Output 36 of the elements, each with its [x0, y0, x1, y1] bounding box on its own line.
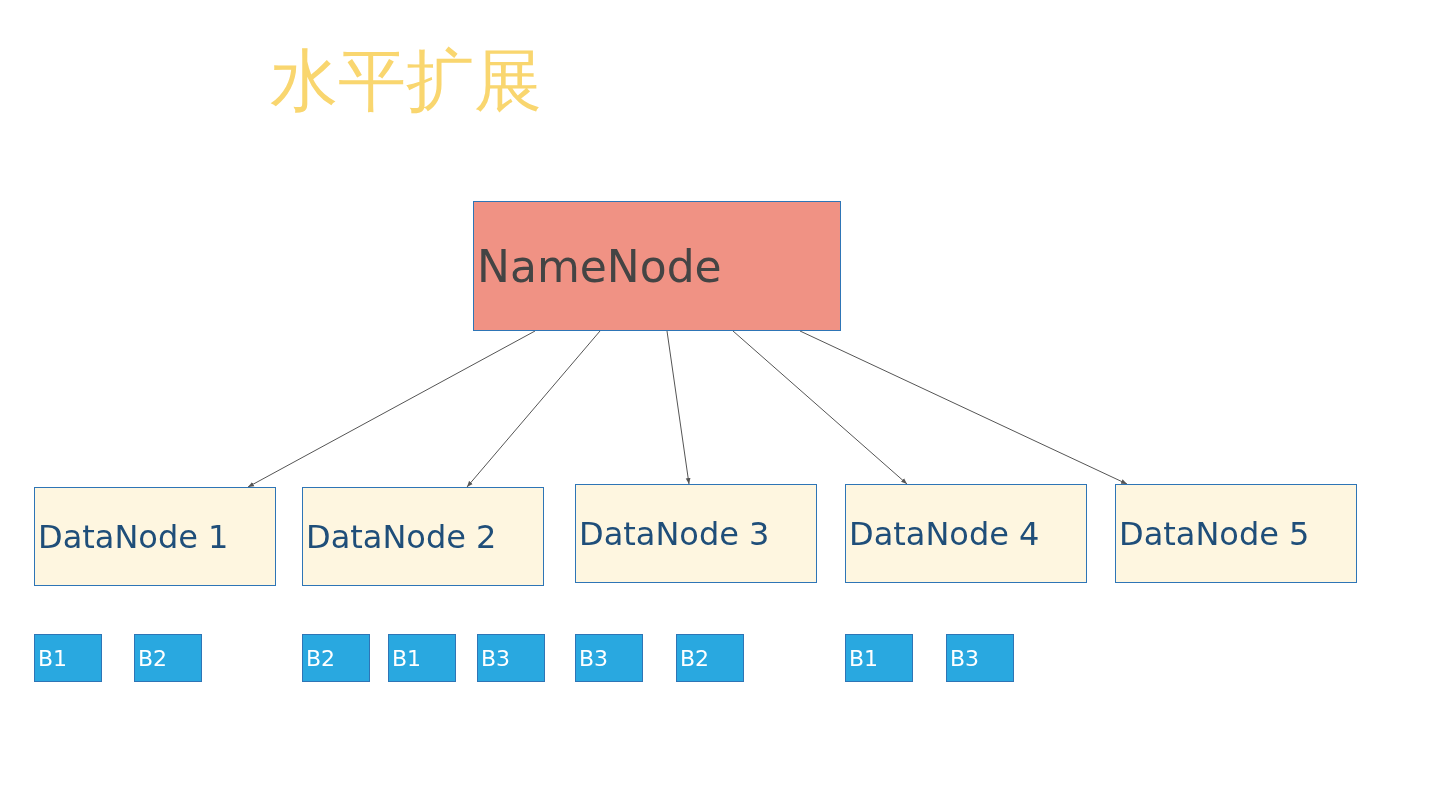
node-label: B3 [950, 645, 980, 671]
block-box [134, 634, 202, 682]
block-box [575, 634, 643, 682]
node-label: B3 [579, 645, 609, 671]
block-box [845, 634, 913, 682]
arrow [732, 330, 908, 485]
arrow [247, 330, 536, 488]
arrow [666, 330, 691, 485]
node-label: DataNode 4 [849, 514, 1040, 553]
block-box [302, 634, 370, 682]
arrow [799, 330, 1128, 485]
block-box [388, 634, 456, 682]
node-label: NameNode [477, 240, 722, 292]
title: 水平扩展 [270, 40, 542, 122]
block-box [946, 634, 1014, 682]
node-label: B3 [481, 645, 511, 671]
datanode-box [575, 484, 817, 583]
namenode-box [473, 201, 841, 331]
node-label: B1 [38, 645, 68, 671]
arrow [466, 330, 601, 488]
node-label: B1 [849, 645, 879, 671]
node-label: B2 [306, 645, 336, 671]
datanode-box [34, 487, 276, 586]
node-label: B2 [680, 645, 710, 671]
block-box [34, 634, 102, 682]
block-box [477, 634, 545, 682]
node-label: DataNode 1 [38, 517, 229, 556]
block-box [676, 634, 744, 682]
node-label: B2 [138, 645, 168, 671]
node-label: DataNode 3 [579, 514, 770, 553]
datanode-box [1115, 484, 1357, 583]
node-label: DataNode 5 [1119, 514, 1310, 553]
node-label: B1 [392, 645, 422, 671]
datanode-box [302, 487, 544, 586]
datanode-box [845, 484, 1087, 583]
node-label: DataNode 2 [306, 517, 497, 556]
